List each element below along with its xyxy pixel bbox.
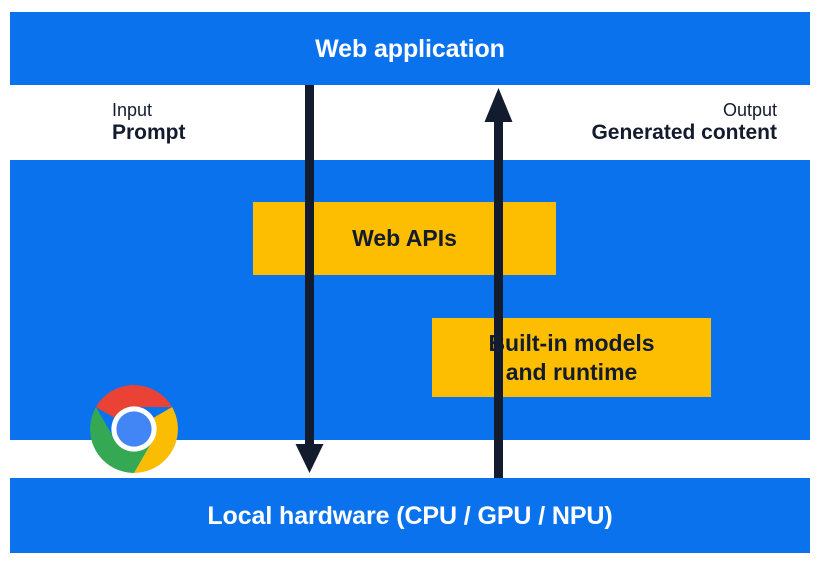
chrome-logo-icon (90, 385, 178, 473)
box-builtin-models-label-line2: and runtime (505, 358, 638, 385)
io-input-kind: Input (112, 100, 153, 120)
band-web-application: Web application (10, 12, 810, 85)
io-input-value: Prompt (112, 121, 186, 145)
io-output-kind: Output (722, 100, 777, 120)
io-label-output: Output Generated content (591, 100, 777, 146)
band-local-hardware-label: Local hardware (CPU / GPU / NPU) (207, 502, 613, 530)
band-local-hardware: Local hardware (CPU / GPU / NPU) (10, 478, 810, 553)
box-builtin-models-label-line1: Built-in models (488, 330, 655, 357)
box-builtin-models[interactable]: Built-in models and runtime (432, 318, 711, 397)
io-output-value: Generated content (591, 121, 777, 145)
box-web-apis[interactable]: Web APIs (253, 202, 556, 275)
box-web-apis-label: Web APIs (352, 225, 457, 252)
band-browser: Browser Web APIs Built-in models and run… (10, 160, 810, 515)
band-web-application-label: Web application (315, 35, 505, 63)
io-label-input: Input Prompt (112, 100, 186, 146)
